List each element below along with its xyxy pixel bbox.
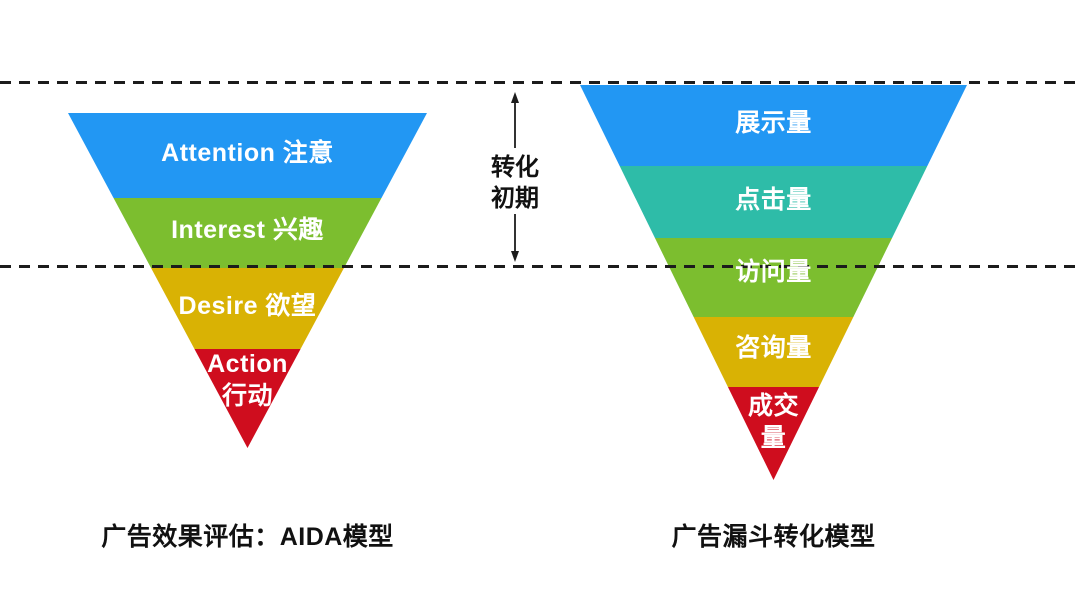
aida-funnel-caption: 广告效果评估：AIDA模型	[101, 523, 394, 551]
funnel-label-desire: Desire 欲望	[178, 292, 317, 320]
funnel-label-impressions: 展示量	[735, 109, 812, 137]
funnel-label-action-line1: Action	[207, 350, 288, 378]
funnel-label-action: Action 行动	[68, 348, 427, 412]
funnel-segment-impressions	[580, 85, 967, 166]
funnel-label-action-line2: 行动	[221, 382, 273, 410]
funnel-label-attention: Attention 注意	[161, 139, 334, 167]
funnel-label-deals-line1: 成交	[747, 392, 799, 420]
dashed-guide-line-bottom	[0, 265, 1080, 268]
conversion-phase-label-line2: 初期	[491, 185, 539, 212]
funnel-label-deals: 成交 量	[580, 390, 967, 454]
conversion-phase-label-line1: 转化	[491, 154, 539, 181]
funnel-label-interest: Interest 兴趣	[171, 216, 324, 244]
funnel-label-visits: 访问量	[735, 258, 812, 286]
dashed-guide-line-top	[0, 81, 1080, 84]
funnel-segment-attention	[68, 113, 427, 198]
conversion-phase-label: 转化 初期	[455, 152, 575, 214]
funnel-label-clicks: 点击量	[735, 186, 812, 214]
funnel-label-deals-line2: 量	[760, 424, 787, 452]
conversion-funnel-caption: 广告漏斗转化模型	[671, 523, 876, 551]
vertical-double-arrow-icon	[511, 92, 519, 262]
funnel-label-inquiries: 咨询量	[735, 334, 812, 362]
